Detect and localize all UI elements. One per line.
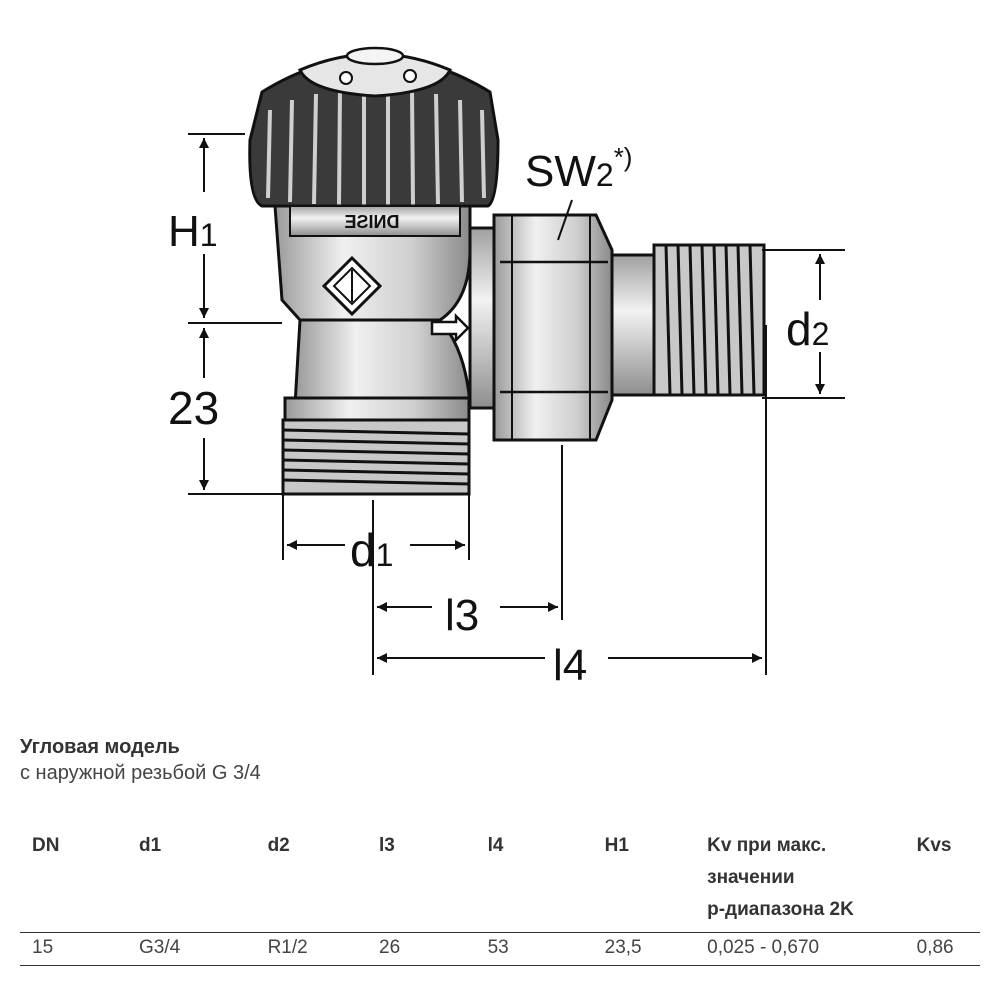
cell-l4: 53 [487,937,509,958]
spec-table: DN d1 d2 l3 l4 H1 Kv при макс. значении … [20,828,980,966]
caption-title: Угловая модель [20,736,180,758]
valve-body: DNISE [273,204,472,496]
label-d2: d2 [786,303,829,355]
header-d2: d2 [267,835,290,856]
header-kv: Kv при макс. значении p-диапазона 2K [707,835,854,920]
valve-technical-drawing: DNISE [168,46,845,690]
header-dn: DN [32,835,60,856]
cell-h1: 23,5 [604,937,642,958]
cell-l3: 26 [379,937,401,958]
brand-mark: DNISE [344,212,399,232]
cell-kvs: 0,86 [916,937,954,958]
label-l4: l4 [553,641,587,690]
cell-kv: 0,025 - 0,670 [707,937,820,958]
header-l3: l3 [379,835,395,856]
label-d1: d1 [350,524,393,576]
table-row: 15 G3/4 R1/2 26 53 23,5 0,025 - 0,670 0,… [20,933,980,966]
cell-d1: G3/4 [138,937,181,958]
flow-arrow-icon [430,312,470,344]
cell-d2: R1/2 [267,937,308,958]
caption-subtitle: с наружной резьбой G 3/4 [20,762,261,784]
logo-emblem-icon [321,255,383,317]
header-kvs: Kvs [916,835,952,856]
union-nut [468,213,656,442]
table-header-row: DN d1 d2 l3 l4 H1 Kv при макс. значении … [20,828,980,933]
thread-d2 [652,243,766,397]
dimension-lines [188,133,845,675]
label-23: 23 [168,382,219,434]
header-d1: d1 [138,835,162,856]
header-h1: H1 [604,835,629,856]
cell-dn: 15 [32,937,54,958]
label-l3: l3 [445,591,479,640]
product-caption: Угловая модель с наружной резьбой G 3/4 [20,734,261,786]
valve-cap-icon [248,46,500,208]
label-h1: H1 [168,207,218,256]
thread-d1 [281,418,471,496]
header-l4: l4 [487,835,504,856]
label-sw2: SW2*) [525,142,632,196]
